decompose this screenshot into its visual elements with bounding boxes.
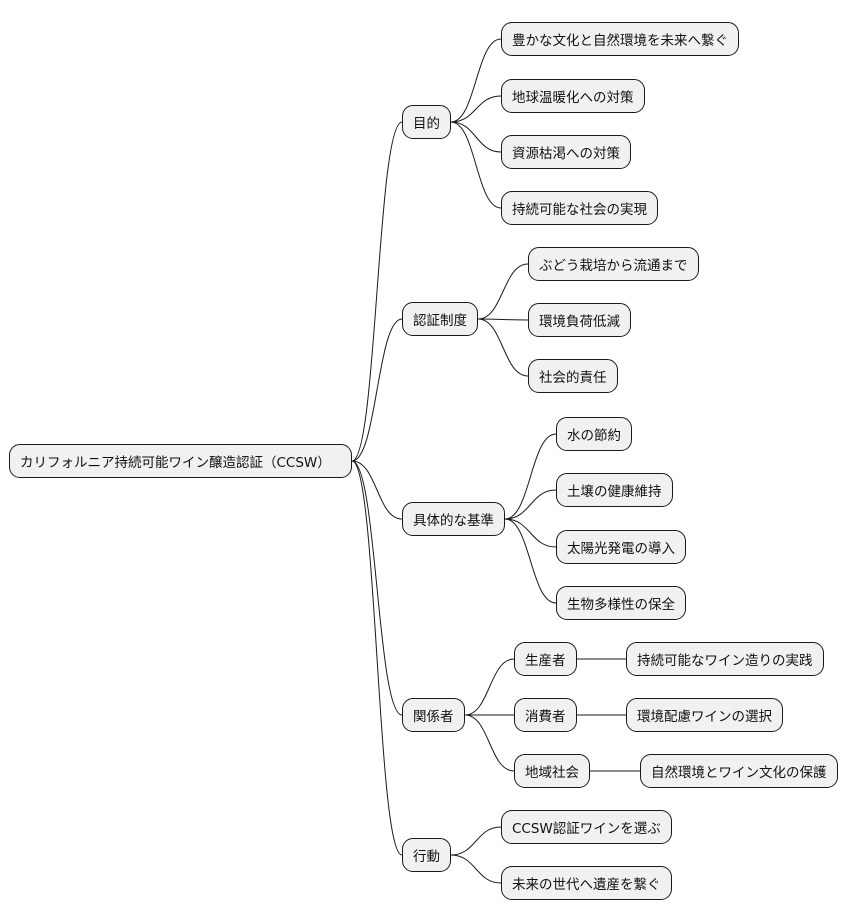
leaf-label: 自然環境とワイン文化の保護 [651,765,827,781]
connector-line [464,658,515,716]
leaf-label: 未来の世代へ遺産を繋ぐ [512,877,661,893]
leaf-node: CCSW認証ワインを選ぶ [501,810,672,844]
subbranch-node: 地域社会 [514,754,590,788]
connector-line [351,121,403,462]
leaf-node: 土壌の健康維持 [556,473,673,507]
leaf-label: 環境配慮ワインの選択 [637,709,772,725]
leaf-node: 地球温暖化への対策 [501,79,645,113]
leaf-node: 環境配慮ワインの選択 [626,698,783,732]
leaf-label: 豊かな文化と自然環境を未来へ繋ぐ [512,33,728,49]
connector-line [450,95,502,123]
subbranch-label: 生産者 [525,653,566,669]
branch-label: 具体的な基準 [413,513,494,529]
leaf-label: 地球温暖化への対策 [512,90,634,106]
root-label: カリフォルニア持続可能ワイン醸造認証（CCSW） [20,455,331,471]
connector-line [351,460,403,856]
leaf-label: ぶどう栽培から流通まで [539,258,688,274]
leaf-node: 持続可能な社会の実現 [501,191,658,225]
leaf-label: 持続可能なワイン造りの実践 [637,653,813,669]
leaf-node: 太陽光発電の導入 [556,530,686,564]
branch-node-criteria: 具体的な基準 [402,502,505,536]
branch-label: 認証制度 [413,313,467,329]
subbranch-node: 消費者 [514,698,577,732]
connector-line [450,121,502,153]
connector-line [450,826,502,856]
leaf-node: 水の節約 [556,417,632,451]
leaf-node: 自然環境とワイン文化の保護 [640,754,838,788]
branch-label: 目的 [413,116,440,132]
branch-label: 関係者 [413,709,454,725]
connector-line [504,518,557,604]
leaf-label: 環境負荷低減 [539,314,620,330]
leaf-label: 社会的責任 [539,370,607,386]
leaf-node: 豊かな文化と自然環境を未来へ繋ぐ [501,22,739,56]
subbranch-label: 消費者 [525,709,566,725]
leaf-node: 持続可能なワイン造りの実践 [626,642,824,676]
leaf-label: 水の節約 [567,428,621,444]
branch-node-action: 行動 [402,838,451,872]
root-node: カリフォルニア持続可能ワイン醸造認証（CCSW） [9,444,352,478]
connector-line [351,460,403,716]
connector-line [450,121,502,209]
leaf-label: CCSW認証ワインを選ぶ [512,821,661,837]
leaf-node: 社会的責任 [528,359,618,393]
connector-line [477,318,529,377]
branch-label: 行動 [413,849,440,865]
connector-line [477,318,529,321]
branch-node-stakeholders: 関係者 [402,698,465,732]
connector-line [477,263,529,320]
leaf-label: 土壌の健康維持 [567,484,662,500]
connector-line [351,318,403,462]
branch-node-purpose: 目的 [402,105,451,139]
leaf-node: 環境負荷低減 [528,303,631,337]
leaf-node: 生物多様性の保全 [556,586,686,620]
connector-line [351,460,403,520]
leaf-label: 持続可能な社会の実現 [512,202,647,218]
connector-line [504,518,557,548]
connector-line [450,854,502,884]
connector-line [504,433,557,520]
leaf-node: 未来の世代へ遺産を繋ぐ [501,866,672,900]
leaf-node: 資源枯渇への対策 [501,135,631,169]
leaf-label: 生物多様性の保全 [567,597,675,613]
connector-line [504,489,557,520]
branch-node-certification: 認証制度 [402,302,478,336]
connector-line [464,714,515,772]
connector-line [450,38,502,123]
subbranch-label: 地域社会 [525,765,579,781]
leaf-label: 資源枯渇への対策 [512,146,620,162]
subbranch-node: 生産者 [514,642,577,676]
leaf-label: 太陽光発電の導入 [567,541,675,557]
leaf-node: ぶどう栽培から流通まで [528,247,699,281]
